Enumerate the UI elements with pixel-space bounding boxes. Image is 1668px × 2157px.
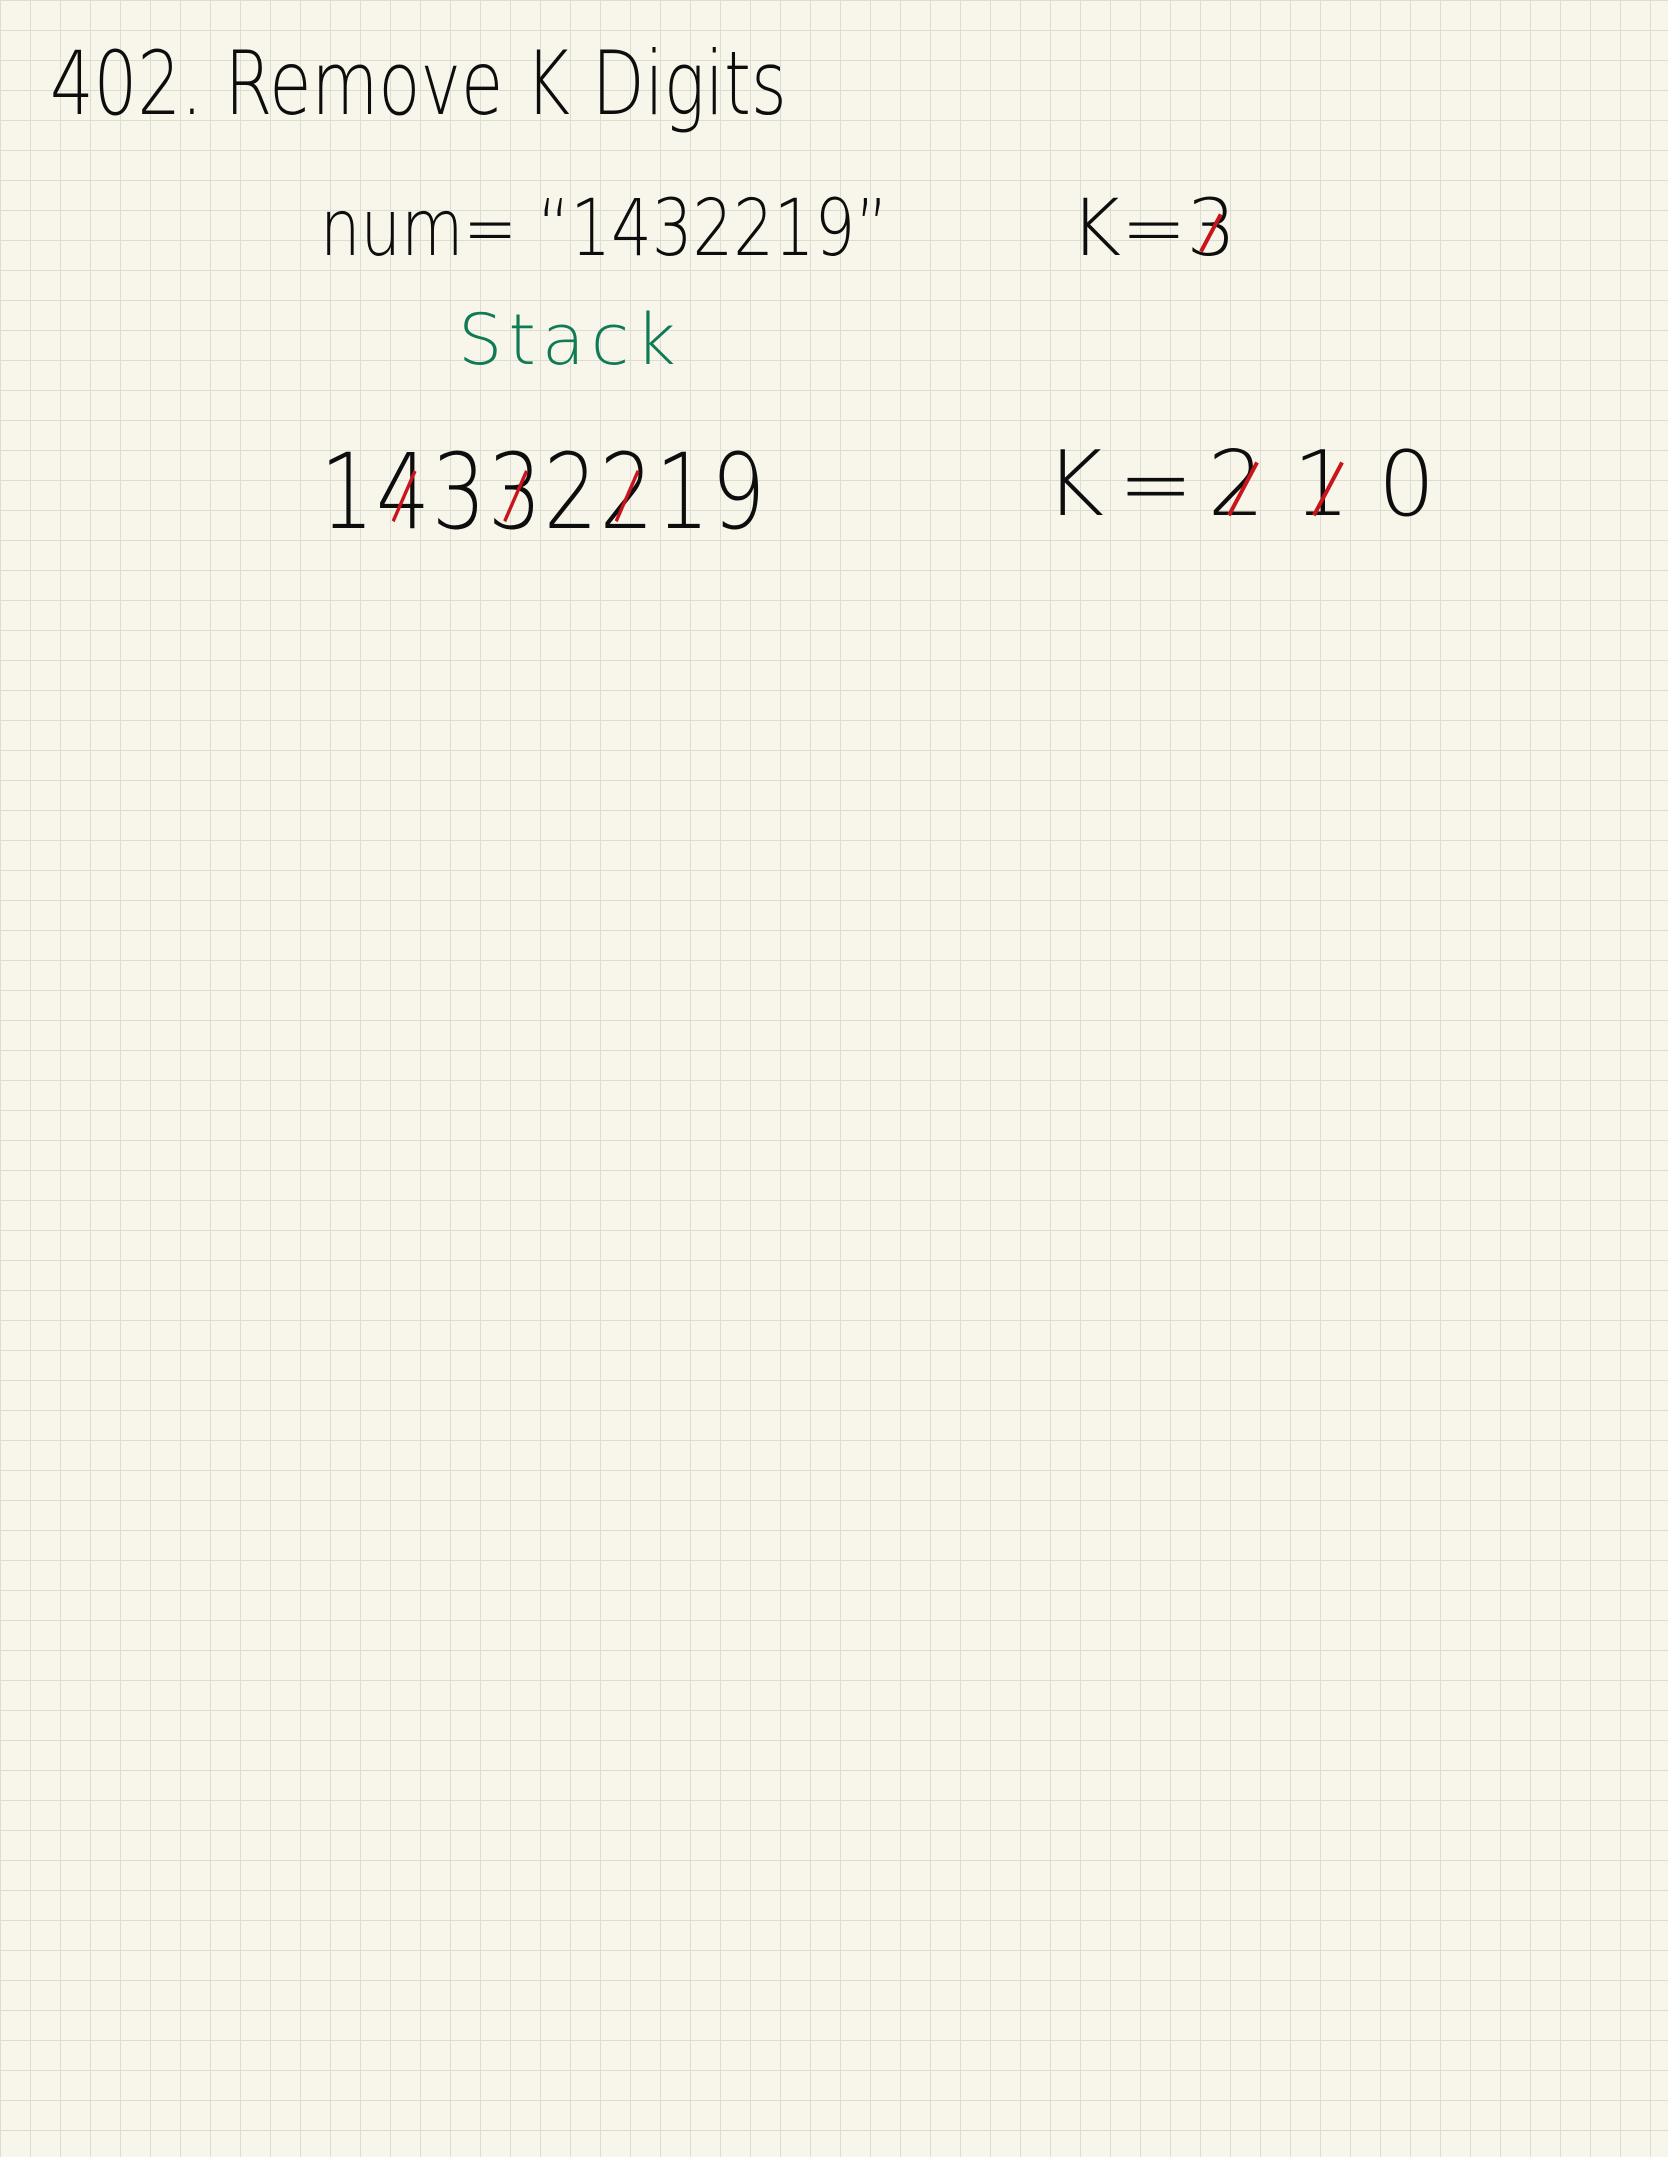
kept-digit: 2 xyxy=(543,431,600,553)
struck-digit: 4 xyxy=(375,431,432,553)
struck-digit: 2 xyxy=(599,431,656,553)
input-number-line: num= “1432219” xyxy=(320,184,889,274)
page-title: 402. Remove K Digits xyxy=(50,32,787,135)
final-k-value: 0 xyxy=(1377,432,1450,537)
kept-digit: 3 xyxy=(431,431,488,553)
k-initial: K=3 xyxy=(1070,190,1236,268)
struck-k-value: 2 xyxy=(1207,432,1279,537)
kept-digit: 9 xyxy=(711,431,768,553)
kept-digit: 1 xyxy=(655,431,712,553)
kept-digit: 1 xyxy=(320,431,376,553)
struck-digit: 3 xyxy=(487,431,544,553)
k-initial-value: 3 xyxy=(1186,184,1237,274)
stack-label: Stack xyxy=(458,299,682,381)
k-initial-prefix: K= xyxy=(1070,184,1187,274)
stack-trace-digits: 14332219 xyxy=(320,440,767,544)
k-trace-prefix: K= xyxy=(1045,432,1208,537)
struck-k-value: 1 xyxy=(1292,432,1364,537)
